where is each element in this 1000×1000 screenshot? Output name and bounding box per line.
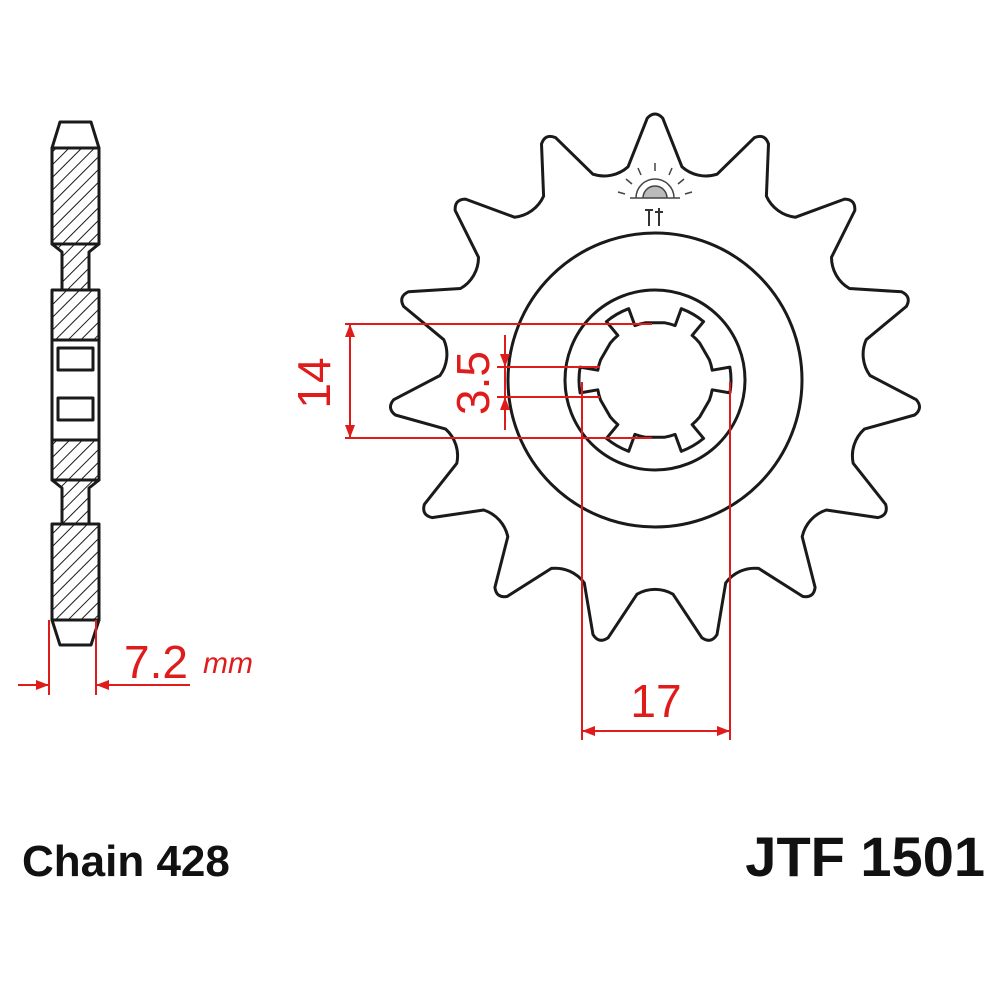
bore-diameter-value: 17: [630, 675, 681, 727]
thickness-dimension: [18, 620, 190, 695]
spline-width-value: 3.5: [447, 351, 499, 415]
profile-top-tip: [50, 120, 101, 150]
spline-bore: [577, 307, 733, 453]
sprocket-front-view: [389, 112, 921, 642]
chain-label: Chain 428: [22, 837, 230, 886]
hub-circle: [506, 231, 804, 529]
side-profile-view: [50, 120, 101, 647]
profile-bottom-tip: [50, 618, 101, 647]
part-number-label: JTF 1501: [745, 825, 985, 888]
profile-top-tooth: [50, 146, 101, 246]
spline-height-value: 14: [288, 357, 340, 408]
front-view-dimensions: [345, 323, 731, 740]
thickness-unit: mm: [203, 647, 253, 680]
profile-lower-neck: [50, 478, 101, 526]
profile-bottom-tooth: [50, 522, 101, 622]
bore-outer-circle: [563, 288, 747, 472]
profile-spline-slot-2: [56, 396, 95, 422]
profile-spline-slot-1: [56, 346, 95, 372]
thickness-value: 7.2: [124, 636, 188, 688]
profile-upper-neck: [50, 242, 101, 292]
profile-lower-hub: [50, 438, 101, 482]
profile-upper-hub: [50, 288, 101, 342]
jt-sunrise-logo-icon: [617, 163, 693, 226]
